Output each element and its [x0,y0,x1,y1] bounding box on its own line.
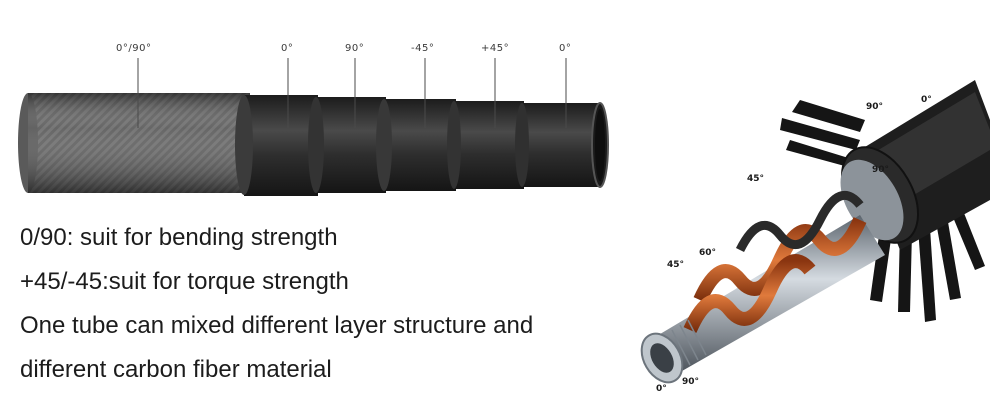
tube-label-plus45: +45° [481,43,510,54]
tube-section-0 [235,95,318,196]
exploded-tube [640,80,990,384]
exploded-label-top-0: 0° [921,95,932,105]
tube-section-90 [308,97,386,193]
tube-label-0-90: 0°/90° [116,43,152,54]
exploded-label-left-45: 45° [667,260,685,270]
tube-label-0: 0° [281,43,294,54]
outer-fringe-strips [780,100,985,322]
layered-tube [18,58,609,196]
description-line-4: different carbon fiber material [20,356,332,383]
tube-section-0-inner [515,102,609,188]
tube-label-minus45: -45° [411,43,435,54]
exploded-label-inner-90: 90° [872,165,890,175]
exploded-label-top-90: 90° [866,102,884,112]
leader-lines [137,58,567,128]
description-line-1: 0/90: suit for bending strength [20,224,338,251]
exploded-label-bottom-90: 90° [682,377,700,387]
tube-label-0-inner: 0° [559,43,572,54]
tube-label-90: 90° [345,43,365,54]
tube-section-minus45 [376,99,456,191]
copper-spiral [683,217,867,333]
description-line-3: One tube can mixed different layer struc… [20,312,534,339]
exploded-label-left-60: 60° [699,248,717,258]
tube-section-plus45 [447,101,524,189]
description-line-2: +45/-45:suit for torque strength [20,268,349,295]
exploded-label-mid-45: 45° [747,174,765,184]
exploded-label-bottom-0: 0° [656,384,667,394]
dark-spiral [735,191,864,253]
tube-section-weave [18,93,250,193]
